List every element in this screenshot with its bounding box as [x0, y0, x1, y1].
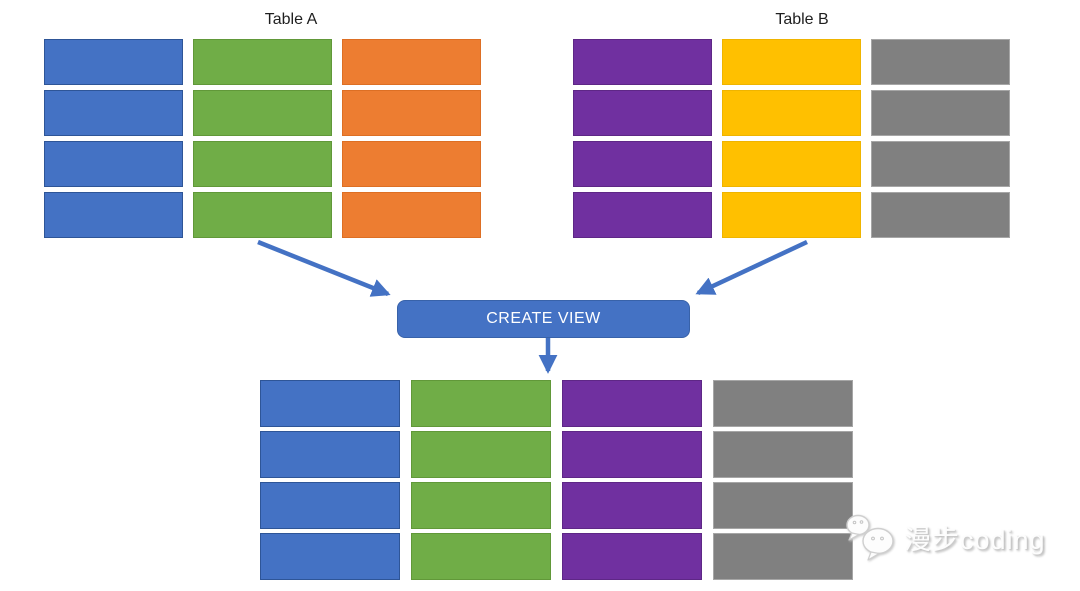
grid-a-cell-green: [193, 192, 332, 238]
result-view-grid: [260, 380, 853, 580]
watermark-text: 漫步coding: [904, 524, 1046, 555]
arrow-table-a-to-create-view: [257, 239, 391, 297]
grid-b-cell-gold: [722, 141, 861, 187]
table-b-title: Table B: [775, 11, 829, 28]
grid-view-cell-gray: [713, 482, 853, 529]
grid-view-cell-purple: [562, 482, 702, 529]
create-view-label: CREATE VIEW: [486, 310, 601, 327]
grid-b-cell-gold: [722, 192, 861, 238]
grid-view-cell-blue: [260, 482, 400, 529]
grid-a-cell-blue: [44, 192, 183, 238]
grid-a-cell-green: [193, 90, 332, 136]
grid-view-cell-green: [411, 533, 551, 580]
grid-view-cell-blue: [260, 431, 400, 478]
grid-b-cell-gray: [871, 90, 1010, 136]
grid-view-cell-green: [411, 482, 551, 529]
create-view-button: CREATE VIEW: [397, 300, 690, 338]
watermark: 漫步coding: [844, 512, 1046, 562]
grid-view-cell-blue: [260, 380, 400, 427]
grid-view-cell-purple: [562, 380, 702, 427]
grid-b-cell-purple: [573, 90, 712, 136]
grid-view-cell-gray: [713, 380, 853, 427]
arrow-table-b-to-create-view: [695, 239, 808, 296]
grid-b-cell-purple: [573, 192, 712, 238]
wechat-chat-bubbles-icon: [846, 514, 894, 561]
grid-a-cell-green: [193, 39, 332, 85]
grid-b-cell-gold: [722, 39, 861, 85]
grid-a-cell-green: [193, 141, 332, 187]
grid-a-cell-blue: [44, 90, 183, 136]
table-a-title: Table A: [264, 11, 318, 28]
grid-b-cell-gray: [871, 39, 1010, 85]
table-b-grid: [573, 39, 1010, 238]
grid-a-cell-orange: [342, 141, 481, 187]
grid-view-cell-gray: [713, 431, 853, 478]
grid-a-cell-orange: [342, 90, 481, 136]
grid-b-cell-gray: [871, 192, 1010, 238]
grid-view-cell-green: [411, 380, 551, 427]
grid-b-cell-gray: [871, 141, 1010, 187]
table-a-grid: [44, 39, 481, 238]
grid-a-cell-blue: [44, 141, 183, 187]
grid-view-cell-purple: [562, 533, 702, 580]
grid-view-cell-green: [411, 431, 551, 478]
grid-b-cell-purple: [573, 39, 712, 85]
grid-a-cell-orange: [342, 39, 481, 85]
grid-b-cell-gold: [722, 90, 861, 136]
grid-view-cell-gray: [713, 533, 853, 580]
grid-a-cell-orange: [342, 192, 481, 238]
grid-b-cell-purple: [573, 141, 712, 187]
grid-a-cell-blue: [44, 39, 183, 85]
grid-view-cell-purple: [562, 431, 702, 478]
grid-view-cell-blue: [260, 533, 400, 580]
